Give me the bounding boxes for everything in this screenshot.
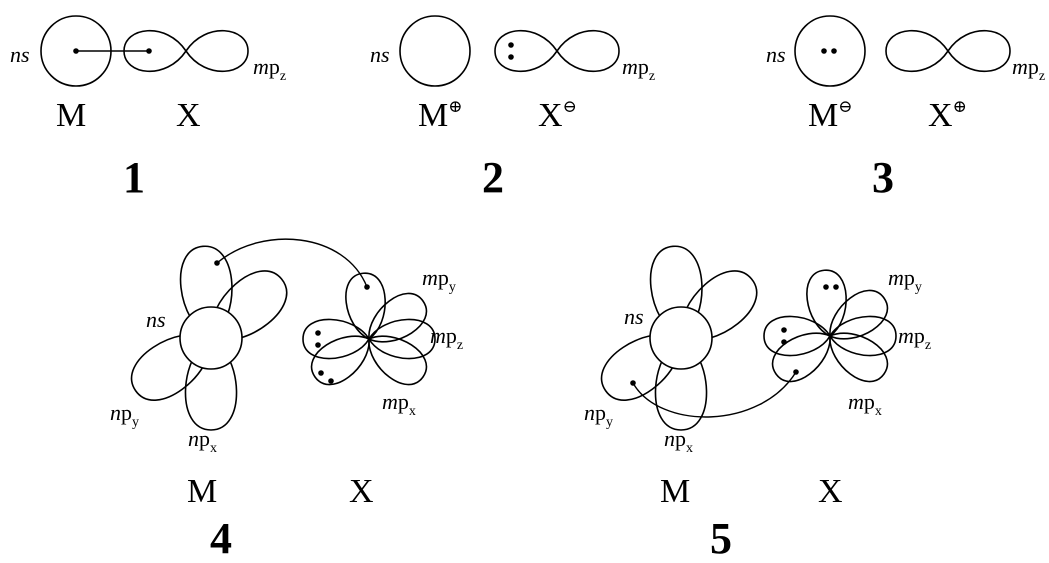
- structure-3: ns mpz M⊖ X⊕ 3: [766, 15, 1045, 202]
- label-npy: npy: [110, 400, 139, 430]
- label-ns: ns: [624, 304, 644, 329]
- orbital-mpz-3: [885, 29, 1011, 73]
- structure-4: ns npy npx mpy mpz mpx M X 4: [110, 238, 463, 563]
- label-halide: X: [349, 473, 374, 510]
- label-ns: ns: [370, 42, 390, 67]
- label-npy: npy: [584, 400, 613, 430]
- label-mpz: mpz: [430, 323, 463, 353]
- lone-pair: [823, 284, 839, 290]
- electron-dot: [364, 284, 370, 290]
- lone-pair: [781, 327, 787, 345]
- structure-number-2: 2: [482, 153, 504, 202]
- label-metal-cation: M⊕: [418, 97, 462, 134]
- label-halide: X: [818, 473, 843, 510]
- orbital-mpz-2: [494, 29, 620, 73]
- metal-orbitals-5: [590, 243, 769, 431]
- label-mpx: mpx: [382, 389, 416, 419]
- lone-pair: [508, 42, 514, 60]
- label-mpx: mpx: [848, 389, 882, 419]
- label-npx: npx: [664, 426, 693, 456]
- structure-2: ns mpz M⊕ X⊖ 2: [370, 15, 655, 202]
- structure-1: ns mpz M X 1: [10, 15, 286, 202]
- label-mpz: mpz: [1012, 54, 1045, 84]
- label-mpy: mpy: [422, 265, 456, 295]
- label-halide-cation: X⊕: [928, 97, 967, 134]
- orbital-ns-3: [794, 15, 866, 87]
- metal-orbitals-4: [120, 243, 299, 431]
- label-metal-anion: M⊖: [808, 97, 852, 134]
- label-mpy: mpy: [888, 265, 922, 295]
- label-npx: npx: [188, 426, 217, 456]
- label-mpz: mpz: [622, 54, 655, 84]
- label-mpz: mpz: [253, 54, 286, 84]
- electron-dot: [630, 380, 636, 386]
- electron-dot: [793, 369, 799, 375]
- lone-pair: [318, 370, 334, 384]
- orbital-ns-2: [399, 15, 471, 87]
- structure-5: ns npy npx mpy mpz mpx M X 5: [584, 243, 931, 563]
- structure-number-4: 4: [210, 514, 232, 558]
- electron-dot: [214, 260, 220, 266]
- bond-arc: [632, 371, 797, 418]
- label-halide: X: [176, 97, 201, 134]
- label-ns: ns: [146, 307, 166, 332]
- structure-number-5: 5: [710, 514, 732, 558]
- lone-pair: [315, 330, 321, 348]
- label-ns: ns: [766, 42, 786, 67]
- structure-number-3: 3: [872, 153, 894, 202]
- structure-number-1: 1: [123, 153, 145, 202]
- bond-arc: [216, 238, 368, 288]
- label-metal: M: [660, 473, 690, 510]
- label-metal: M: [56, 97, 86, 134]
- label-metal: M: [187, 473, 217, 510]
- label-mpz: mpz: [898, 323, 931, 353]
- label-halide-anion: X⊖: [538, 97, 577, 134]
- label-ns: ns: [10, 42, 30, 67]
